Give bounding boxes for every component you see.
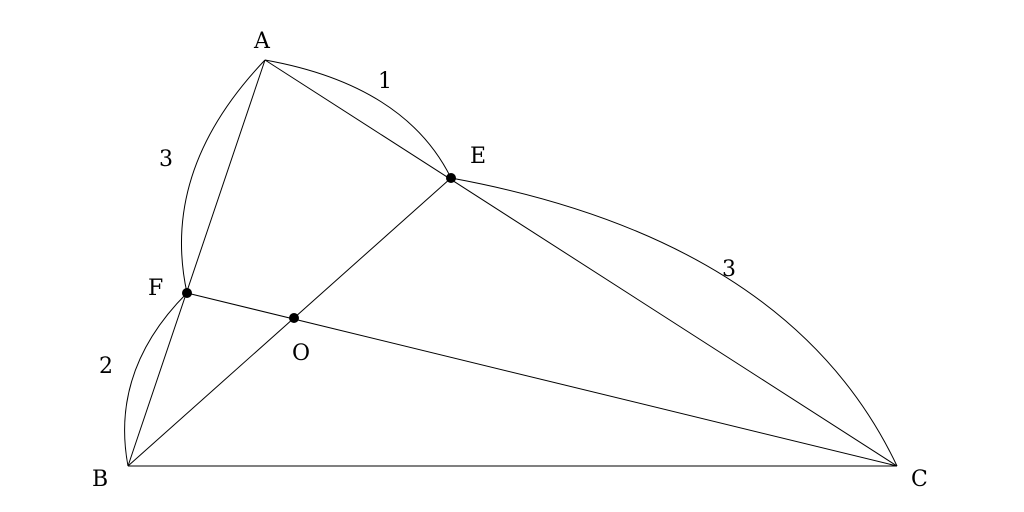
point-E-dot	[446, 173, 456, 183]
label-arc-EC: 3	[722, 257, 736, 282]
label-C: C	[911, 467, 928, 492]
arc-EC	[450, 177, 898, 467]
arc-AF	[181, 59, 266, 294]
label-B: B	[92, 467, 108, 492]
arc-AE	[264, 59, 452, 179]
label-arc-FB: 2	[99, 354, 113, 379]
point-O-dot	[289, 313, 299, 323]
point-F-dot	[182, 288, 192, 298]
segment-AB	[127, 59, 266, 467]
label-O: O	[292, 341, 310, 366]
segment-FC	[186, 292, 898, 467]
label-A: A	[253, 29, 271, 54]
label-F: F	[148, 276, 163, 301]
segment-AC	[264, 59, 898, 467]
label-E: E	[470, 144, 486, 169]
segment-BE	[127, 177, 452, 467]
label-arc-AE: 1	[378, 69, 392, 94]
label-arc-AF: 3	[159, 147, 173, 172]
arc-FB	[124, 292, 188, 467]
